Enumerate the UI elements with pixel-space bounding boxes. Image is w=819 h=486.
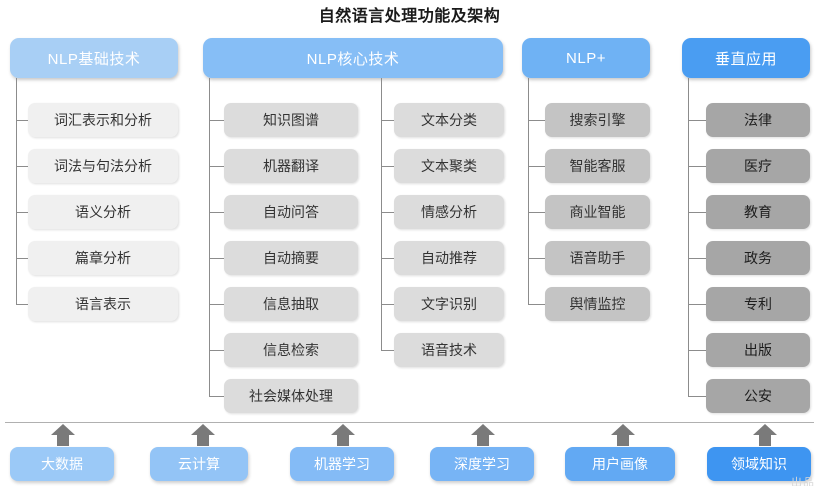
watermark: 出品 (791, 477, 815, 486)
item-box[interactable]: 法律 (706, 103, 810, 137)
connector-stub (688, 166, 706, 167)
connector-stub (16, 304, 28, 305)
up-arrow-icon (470, 424, 496, 446)
connector-stub (688, 304, 706, 305)
connector-stub (528, 120, 545, 121)
item-box[interactable]: 词汇表示和分析 (28, 103, 178, 137)
item-box[interactable]: 词法与句法分析 (28, 149, 178, 183)
item-box[interactable]: 信息检索 (224, 333, 358, 367)
group-header-nlp-core[interactable]: NLP核心技术 (203, 38, 503, 78)
up-arrow-icon (330, 424, 356, 446)
connector-stub (209, 166, 224, 167)
page-title: 自然语言处理功能及架构 (318, 8, 501, 25)
connector-stub (381, 212, 394, 213)
connector-stub (209, 396, 224, 397)
foundation-box[interactable]: 机器学习 (290, 447, 394, 481)
up-arrow-icon (610, 424, 636, 446)
item-box[interactable]: 语音助手 (545, 241, 650, 275)
foundation-box[interactable]: 领域知识 (707, 447, 811, 481)
connector-stub (528, 258, 545, 259)
connector-spine-vertical-col (688, 78, 689, 396)
item-box[interactable]: 医疗 (706, 149, 810, 183)
connector-stub (209, 212, 224, 213)
up-arrow-icon (50, 424, 76, 446)
item-box[interactable]: 情感分析 (394, 195, 504, 229)
connector-stub (16, 258, 28, 259)
item-box[interactable]: 社会媒体处理 (224, 379, 358, 413)
item-box[interactable]: 智能客服 (545, 149, 650, 183)
item-box[interactable]: 政务 (706, 241, 810, 275)
item-box[interactable]: 自动摘要 (224, 241, 358, 275)
connector-stub (528, 304, 545, 305)
item-box[interactable]: 语义分析 (28, 195, 178, 229)
connector-spine-basic-col (16, 78, 17, 304)
item-box[interactable]: 出版 (706, 333, 810, 367)
item-box[interactable]: 商业智能 (545, 195, 650, 229)
item-box[interactable]: 机器翻译 (224, 149, 358, 183)
connector-stub (209, 258, 224, 259)
item-box[interactable]: 篇章分析 (28, 241, 178, 275)
connector-stub (381, 350, 394, 351)
connector-stub (16, 120, 28, 121)
item-box[interactable]: 知识图谱 (224, 103, 358, 137)
item-box[interactable]: 专利 (706, 287, 810, 321)
up-arrow-icon (752, 424, 778, 446)
item-box[interactable]: 教育 (706, 195, 810, 229)
connector-stub (209, 120, 224, 121)
connector-spine-core-col-2 (381, 78, 382, 350)
connector-spine-plus-col (528, 78, 529, 304)
group-header-vertical-app[interactable]: 垂直应用 (682, 38, 810, 78)
connector-stub (528, 166, 545, 167)
group-header-nlp-plus[interactable]: NLP+ (522, 38, 650, 78)
connector-stub (381, 166, 394, 167)
item-box[interactable]: 自动推荐 (394, 241, 504, 275)
item-box[interactable]: 文字识别 (394, 287, 504, 321)
item-box[interactable]: 文本聚类 (394, 149, 504, 183)
item-box[interactable]: 搜索引擎 (545, 103, 650, 137)
connector-stub (688, 350, 706, 351)
foundation-box[interactable]: 云计算 (150, 447, 248, 481)
connector-stub (381, 258, 394, 259)
up-arrow-icon (190, 424, 216, 446)
item-box[interactable]: 自动问答 (224, 195, 358, 229)
connector-stub (16, 166, 28, 167)
connector-stub (381, 120, 394, 121)
connector-stub (209, 304, 224, 305)
foundation-box[interactable]: 深度学习 (430, 447, 534, 481)
foundation-box[interactable]: 用户画像 (565, 447, 675, 481)
item-box[interactable]: 公安 (706, 379, 810, 413)
item-box[interactable]: 信息抽取 (224, 287, 358, 321)
connector-stub (688, 396, 706, 397)
connector-stub (16, 212, 28, 213)
baseline-divider (5, 422, 814, 423)
connector-stub (209, 350, 224, 351)
item-box[interactable]: 语言表示 (28, 287, 178, 321)
connector-stub (688, 120, 706, 121)
foundation-box[interactable]: 大数据 (10, 447, 114, 481)
connector-stub (688, 258, 706, 259)
connector-stub (688, 212, 706, 213)
item-box[interactable]: 舆情监控 (545, 287, 650, 321)
connector-spine-core-col-1 (209, 78, 210, 396)
group-header-nlp-basic[interactable]: NLP基础技术 (10, 38, 178, 78)
connector-stub (528, 212, 545, 213)
item-box[interactable]: 语音技术 (394, 333, 504, 367)
item-box[interactable]: 文本分类 (394, 103, 504, 137)
connector-stub (381, 304, 394, 305)
